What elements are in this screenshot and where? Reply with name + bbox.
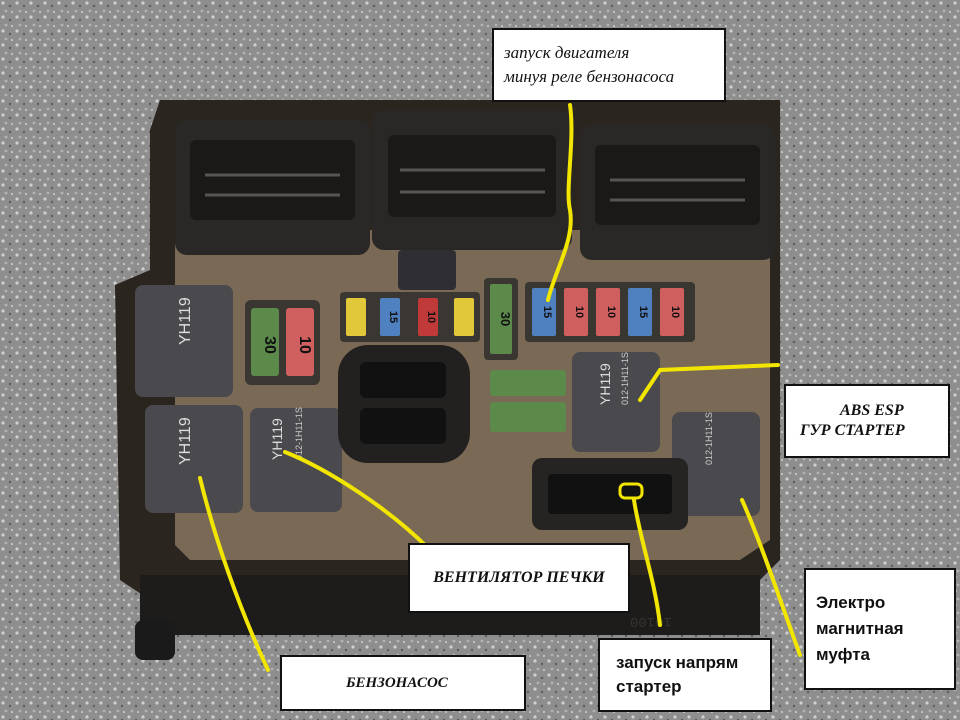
fuse-value: 15 (637, 306, 649, 318)
mini-relay (398, 250, 456, 290)
fuse-horizontal-upper (490, 370, 566, 396)
label-heater-fan: ВЕНТИЛЯТОР ПЕЧКИ (408, 543, 630, 613)
pointer-clutch (740, 498, 802, 657)
label-engine-bypass: запуск двигателя минуя реле бензонасоса (492, 28, 726, 102)
fuse-value: 10 (296, 336, 313, 354)
housing-stamp: 10100 (630, 613, 672, 629)
relay-right: 012-1H11-1S (672, 412, 760, 516)
fuse-value: 15 (541, 306, 553, 318)
pointer-heater-fan (283, 450, 430, 550)
pointer-abs-esp (638, 363, 780, 402)
label-clutch-line2: магнитная (816, 619, 904, 638)
label-fuel-pump-text: БЕНЗОНАСОС (346, 674, 448, 691)
label-clutch: Электро магнитная муфта (804, 568, 956, 690)
relay-code: 012-1H11-1S (620, 352, 630, 405)
label-direct-start: запуск напрям стартер (598, 638, 772, 712)
fuse-value: 10 (605, 306, 617, 318)
pointer-direct-start (632, 498, 662, 627)
fuse-row-top: 15 10 (340, 292, 480, 342)
pointer-engine-bypass (546, 103, 574, 302)
label-fuel-pump: БЕНЗОНАСОС (280, 655, 526, 711)
fuse-value: 10 (669, 306, 681, 318)
label-direct-start-line1: запуск напрям (616, 653, 739, 672)
annotation-lines (198, 103, 802, 672)
label-direct-start-line2: стартер (616, 677, 682, 696)
top-connector-right (580, 125, 775, 260)
relay-label: YH119 (597, 363, 613, 405)
fuse-row-right: 15 10 10 15 10 (525, 282, 695, 342)
label-heater-fan-text: ВЕНТИЛЯТОР ПЕЧКИ (433, 569, 605, 586)
top-connector-left (175, 120, 370, 255)
label-engine-bypass-line2: минуя реле бензонасоса (504, 67, 675, 86)
label-clutch-line1: Электро (816, 593, 886, 612)
relay-top-left: YH119 (135, 285, 233, 397)
fuse-center: 30 (484, 278, 518, 360)
label-abs-esp: ABS ESP ГУР СТАРТЕР (784, 384, 950, 458)
fuse-value: 15 (387, 311, 399, 323)
round-connector (338, 345, 470, 463)
fuse-value: 10 (425, 311, 437, 323)
fuse-value: 30 (261, 336, 278, 354)
relay-label: YH119 (177, 417, 194, 465)
label-abs-esp-line1: ABS ESP (840, 402, 904, 419)
pointer-fuel-pump (198, 476, 270, 672)
label-abs-esp-line2: ГУР СТАРТЕР (800, 422, 905, 439)
label-clutch-line3: муфта (816, 645, 871, 664)
relay-bottom-left: YH119 (145, 405, 243, 513)
relay-label: YH119 (269, 418, 285, 460)
label-engine-bypass-line1: запуск двигателя (504, 43, 630, 62)
relay-bottom-center: YH119 012-1H11-1S (250, 407, 342, 512)
fuse-value: 30 (498, 312, 513, 326)
relay-label: YH119 (177, 297, 194, 345)
fuse-value: 10 (573, 306, 585, 318)
fuse-block-left: 30 10 (245, 300, 320, 385)
top-connector-center (372, 110, 572, 250)
relay-center-right: YH119 012-1H11-1S (572, 352, 660, 452)
relay-code: 012-1H11-1S (704, 412, 714, 465)
relay-code: 012-1H11-1S (294, 407, 304, 460)
diagnostic-connector (532, 458, 688, 530)
fuse-horizontal-lower (490, 402, 566, 432)
